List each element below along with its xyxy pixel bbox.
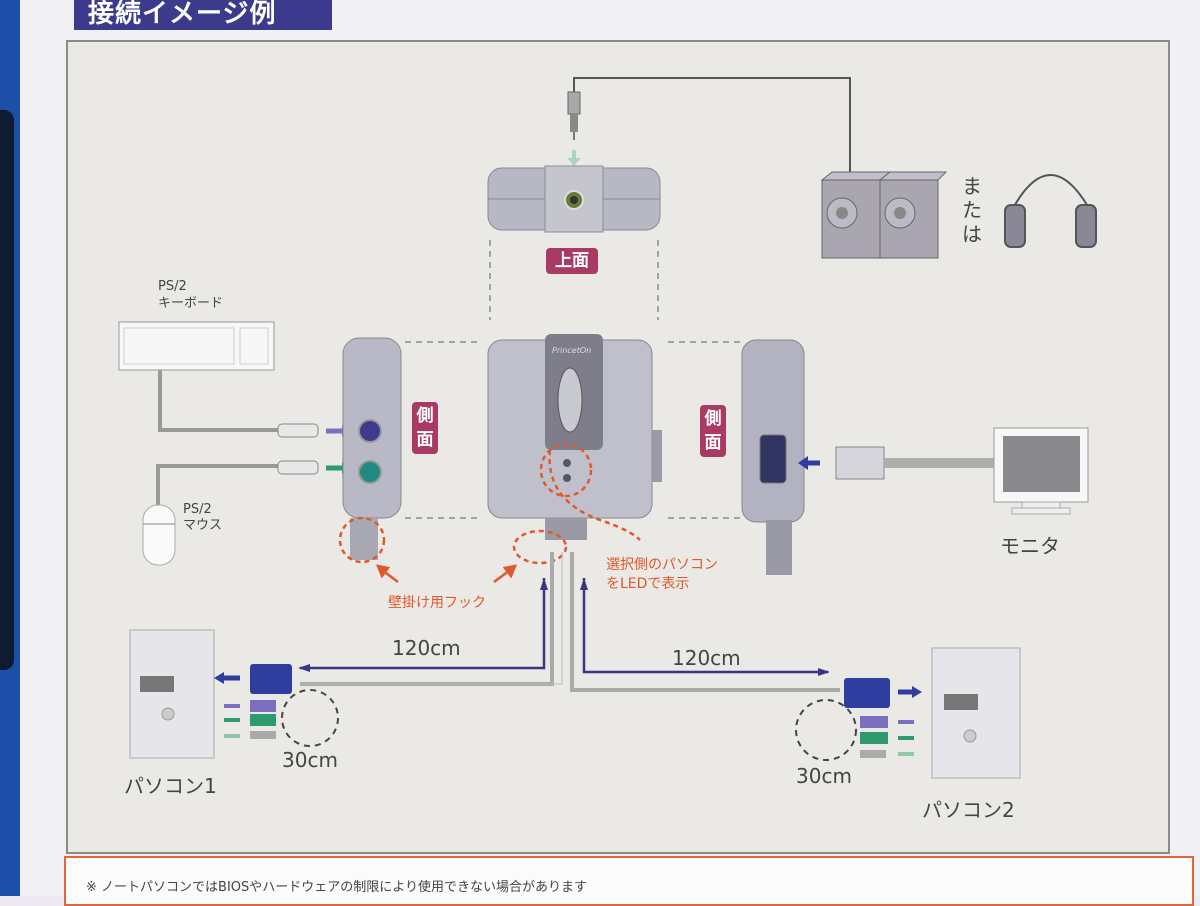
pc2-icon bbox=[795, 647, 1021, 779]
top-face-badge: 上面 bbox=[546, 248, 598, 274]
switch-right-side bbox=[741, 339, 994, 575]
cable-length-right: 120cm bbox=[672, 646, 741, 670]
monitor-icon bbox=[993, 427, 1089, 515]
cable-length-left: 120cm bbox=[392, 636, 461, 660]
pc1-label: パソコン1 bbox=[124, 774, 217, 798]
pc1-icon bbox=[129, 629, 339, 759]
footer-note: ※ ノートパソコンではBIOSやハードウェアの制限により使用できない場合がありま… bbox=[64, 856, 1194, 906]
or-label: または bbox=[962, 174, 982, 246]
switch-top-view bbox=[487, 165, 661, 233]
brand-logo: PrincetOn bbox=[552, 346, 592, 355]
switch-left-side bbox=[338, 337, 402, 564]
section-title: 接続イメージ例 bbox=[74, 0, 332, 30]
mouse-type-label: PS/2 bbox=[183, 502, 212, 517]
speakers-icon bbox=[820, 171, 948, 259]
short-cable-left: 30cm bbox=[282, 748, 338, 772]
left-side-badge: 側面 bbox=[412, 402, 438, 454]
led-note-line1: 選択側のパソコン bbox=[606, 557, 718, 573]
page-edge-dark bbox=[0, 110, 14, 670]
ps2-plugs bbox=[277, 423, 352, 475]
mouse-label: マウス bbox=[183, 518, 223, 533]
wall-hook-label: 壁掛け用フック bbox=[388, 595, 486, 611]
switch-front-view bbox=[487, 334, 662, 565]
pc2-label: パソコン2 bbox=[922, 798, 1015, 822]
short-cable-right: 30cm bbox=[796, 764, 852, 788]
long-cables bbox=[298, 552, 840, 692]
headphones-icon bbox=[1004, 174, 1097, 248]
keyboard-icon bbox=[118, 321, 280, 432]
led-note-line2: をLEDで表示 bbox=[606, 576, 690, 592]
right-side-badge: 側面 bbox=[700, 405, 726, 457]
mouse-icon bbox=[142, 464, 280, 566]
guide-lines bbox=[405, 240, 740, 519]
monitor-label: モニタ bbox=[1000, 534, 1060, 558]
keyboard-type-label: PS/2 bbox=[158, 279, 187, 294]
audio-cable bbox=[567, 77, 851, 172]
keyboard-label: キーボード bbox=[158, 296, 224, 311]
hook-arrows bbox=[375, 564, 518, 583]
